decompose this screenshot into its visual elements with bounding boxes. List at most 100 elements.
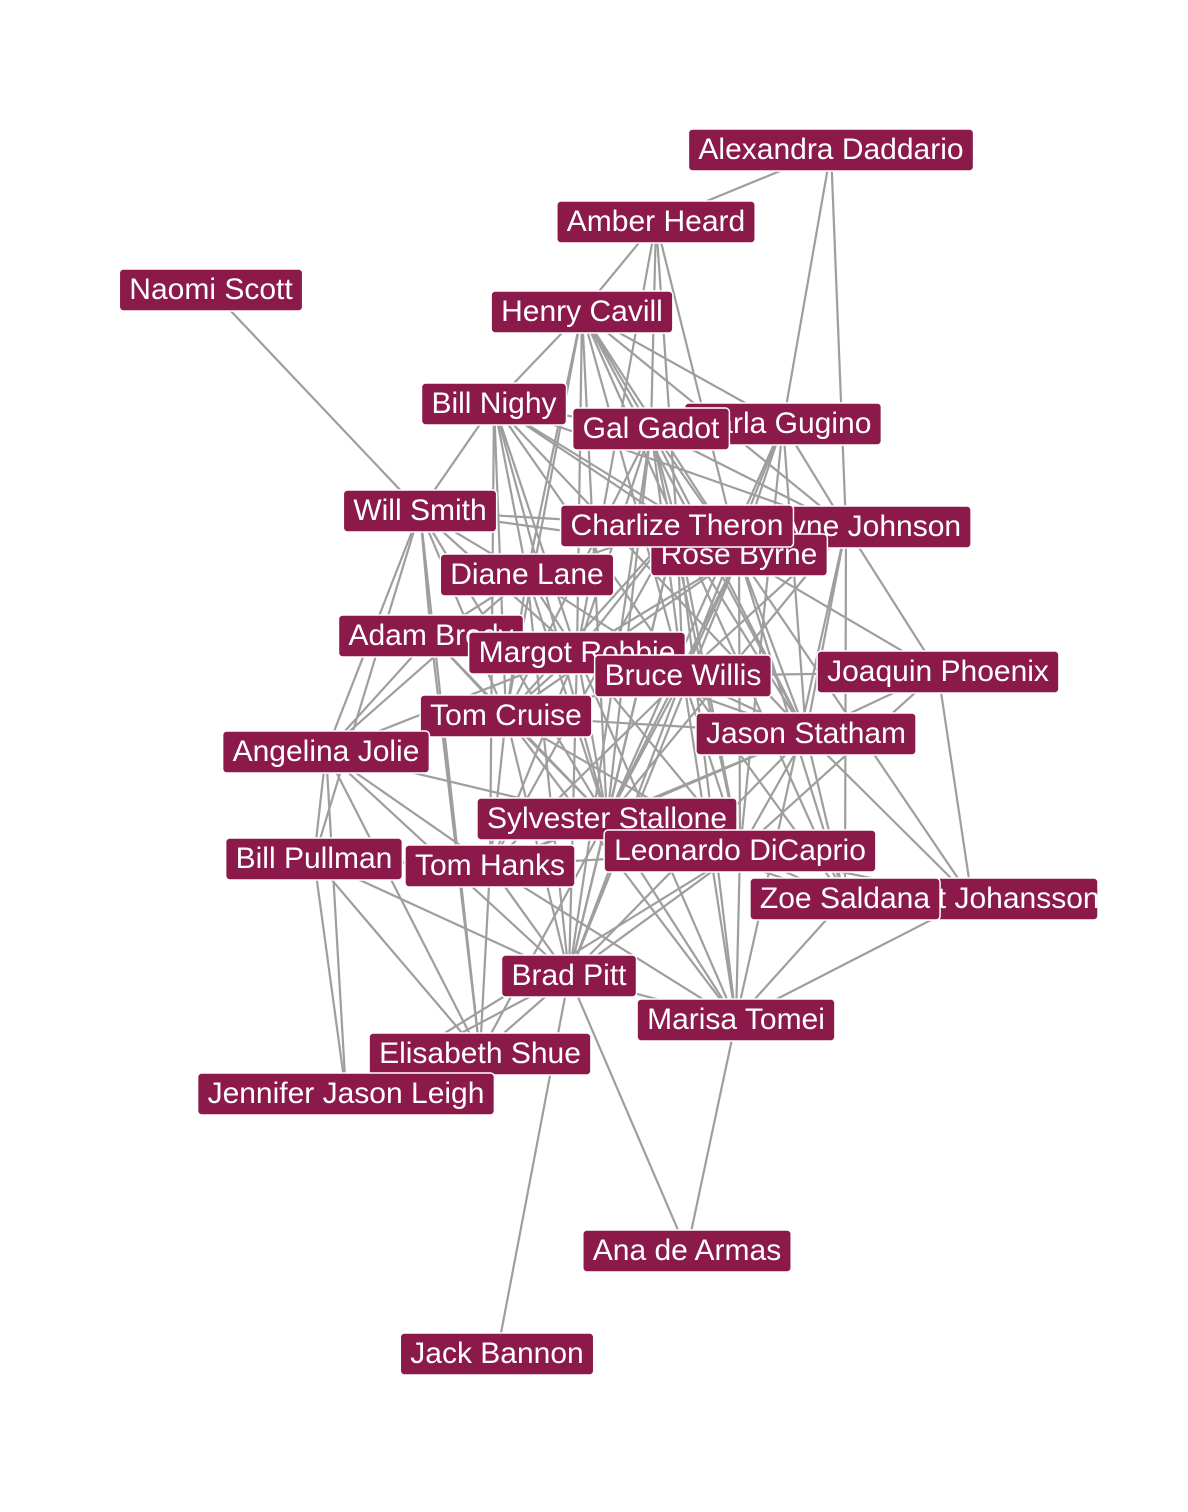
node-alexandra[interactable]: Alexandra Daddario: [687, 128, 975, 172]
edge-henry-margot: [575, 311, 584, 654]
edge-sylvester-elisabeth: [479, 818, 608, 1055]
node-label: Elisabeth Shue: [379, 1037, 581, 1070]
node-box: [221, 730, 431, 774]
node-billnighy[interactable]: Bill Nighy: [420, 382, 568, 426]
node-label: Gal Gadot: [583, 412, 720, 445]
node-bradpitt[interactable]: Brad Pitt: [500, 954, 638, 998]
node-label: Zoe Saldana: [760, 882, 930, 915]
edge-amber-rose: [654, 221, 741, 556]
edge-billpullman-elisabeth: [313, 858, 481, 1055]
node-box: [500, 954, 638, 998]
node-willsmith[interactable]: Will Smith: [342, 489, 498, 533]
node-box: [593, 654, 773, 698]
node-label: Jason Statham: [706, 717, 906, 750]
edge-jason-scarlett: [805, 733, 973, 900]
edge-dwayne-marisa: [734, 526, 848, 1021]
node-label: Will Smith: [353, 494, 486, 527]
node-label: Jennifer Jason Leigh: [208, 1077, 485, 1110]
edge-diane-angelina: [325, 574, 528, 753]
node-label: Tom Hanks: [415, 849, 565, 882]
node-naomi[interactable]: Naomi Scott: [118, 268, 304, 312]
node-ana[interactable]: Ana de Armas: [582, 1229, 792, 1273]
edge-alexandra-dwayne: [829, 149, 848, 528]
node-jason[interactable]: Jason Statham: [695, 712, 917, 756]
edge-rose-bradpitt: [567, 554, 741, 977]
edge-billnighy-diane: [492, 403, 529, 576]
edge-alexandra-carla: [781, 149, 833, 425]
node-galgadot[interactable]: Gal Gadot: [571, 407, 731, 451]
node-label: Amber Heard: [567, 205, 745, 238]
node-box: [399, 1332, 595, 1376]
edge-henry-bruce: [580, 311, 685, 677]
node-label: Charlize Theron: [571, 509, 784, 542]
edge-angelina-elisabeth: [325, 751, 481, 1055]
edge-leonardo-marisa: [734, 850, 742, 1021]
node-amber[interactable]: Amber Heard: [556, 200, 756, 244]
node-label: Bill Pullman: [236, 842, 393, 875]
edge-carla-leonardo: [738, 423, 785, 852]
node-label: Jack Bannon: [410, 1337, 583, 1370]
node-leonardo[interactable]: Leonardo DiCaprio: [603, 829, 877, 873]
node-box: [636, 998, 836, 1042]
edge-galgadot-sylvester: [605, 428, 653, 820]
edge-tomcruise-tomhanks: [488, 715, 508, 867]
node-label: Leonardo DiCaprio: [614, 834, 866, 867]
node-label: Diane Lane: [450, 558, 603, 591]
node-box: [582, 1229, 792, 1273]
node-charlize[interactable]: Charlize Theron: [559, 504, 795, 548]
edge-sylvester-bradpitt: [567, 818, 609, 977]
edge-billnighy-margot: [492, 403, 579, 654]
node-marisa[interactable]: Marisa Tomei: [636, 998, 836, 1042]
node-box: [695, 712, 917, 756]
node-label: Alexandra Daddario: [698, 133, 963, 166]
node-label: Bruce Willis: [605, 659, 762, 692]
edge-jason-zoe: [804, 733, 847, 900]
node-diane[interactable]: Diane Lane: [439, 553, 615, 597]
node-box: [603, 829, 877, 873]
edge-rose-jason: [737, 554, 808, 735]
node-box: [439, 553, 615, 597]
node-tomcruise[interactable]: Tom Cruise: [419, 694, 593, 738]
edge-marisa-ana: [685, 1019, 738, 1252]
edge-bradpitt-ana: [567, 975, 689, 1252]
node-box: [556, 200, 756, 244]
edge-charlize-tomcruise: [505, 525, 678, 717]
node-billpullman[interactable]: Bill Pullman: [224, 837, 404, 881]
edge-charlize-marisa: [675, 525, 738, 1021]
edge-willsmith-billpullman: [312, 510, 422, 860]
node-jack[interactable]: Jack Bannon: [399, 1332, 595, 1376]
node-zoe[interactable]: Zoe Saldana: [749, 877, 941, 921]
edge-angelina-jennifer: [324, 751, 348, 1095]
edge-bruce-sylvester: [606, 675, 684, 820]
node-box: [118, 268, 304, 312]
node-henry[interactable]: Henry Cavill: [490, 290, 674, 334]
node-box: [571, 407, 731, 451]
node-label: Tom Cruise: [430, 699, 582, 732]
edge-joaquin-scarlett: [936, 671, 974, 900]
node-box: [490, 290, 674, 334]
node-box: [559, 504, 795, 548]
node-box: [419, 694, 593, 738]
node-label: Ana de Armas: [593, 1234, 781, 1267]
node-label: Bill Nighy: [431, 387, 556, 420]
node-label: Joaquin Phoenix: [827, 655, 1049, 688]
edge-joaquin-leonardo: [739, 671, 939, 852]
edge-carla-jason: [781, 423, 808, 735]
node-box: [342, 489, 498, 533]
edge-dwayne-joaquin: [845, 526, 939, 673]
node-box: [224, 837, 404, 881]
node-box: [749, 877, 941, 921]
node-bruce[interactable]: Bruce Willis: [593, 654, 773, 698]
node-box: [816, 650, 1060, 694]
node-angelina[interactable]: Angelina Jolie: [221, 730, 431, 774]
edge-willsmith-tomcruise: [418, 510, 508, 717]
node-elisabeth[interactable]: Elisabeth Shue: [368, 1032, 592, 1076]
node-label: Naomi Scott: [129, 273, 293, 306]
node-box: [404, 844, 576, 888]
node-jennifer[interactable]: Jennifer Jason Leigh: [196, 1072, 496, 1116]
node-joaquin[interactable]: Joaquin Phoenix: [816, 650, 1060, 694]
node-box: [420, 382, 568, 426]
edge-margot-sylvester: [575, 652, 609, 820]
node-tomhanks[interactable]: Tom Hanks: [404, 844, 576, 888]
